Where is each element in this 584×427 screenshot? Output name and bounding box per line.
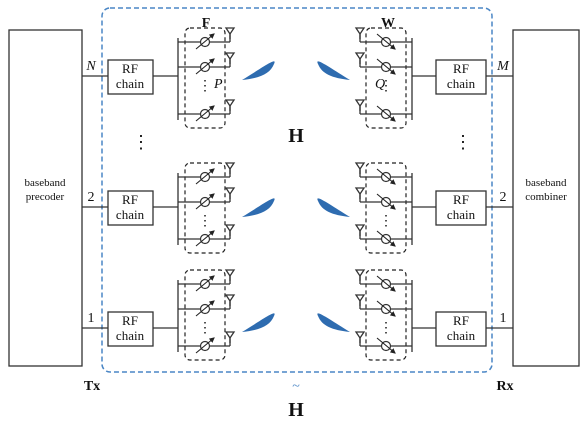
rx-phase-arrow-middle-0 xyxy=(376,168,396,185)
tx-phase-arrow-top-2 xyxy=(195,105,215,122)
rx-branch-ellipsis-top: ⋮ xyxy=(379,79,393,94)
rx-phase-arrow-top-2 xyxy=(376,105,396,122)
tx-phase-arrow-bottom-0 xyxy=(195,275,215,292)
tx-rf-sublabel-top: chain xyxy=(116,76,145,91)
tx-phase-arrow-bottom-1 xyxy=(195,300,215,317)
rx-rf-label-bottom: RF xyxy=(453,313,469,328)
tx-beam-top xyxy=(242,61,275,80)
channel-region xyxy=(101,7,493,373)
precoder-matrix-label: F xyxy=(202,16,211,31)
tx-rf-chain-top xyxy=(107,59,154,95)
rx-phase-arrow-top-0 xyxy=(376,33,396,50)
rx-branch-ellipsis-bottom: ⋮ xyxy=(379,321,393,336)
rx-antenna-middle-0 xyxy=(354,162,366,174)
baseband-combiner-label-line1: baseband xyxy=(526,177,567,189)
tx-rf-chain-middle xyxy=(107,190,154,226)
tx-chain-index-top: N xyxy=(85,59,96,74)
tx-antenna-bottom-1 xyxy=(224,294,236,306)
rx-antenna-bottom-2 xyxy=(354,331,366,343)
rx-rf-chain-middle xyxy=(435,190,487,226)
rx-rf-chain-bottom xyxy=(435,311,487,347)
rx-antenna-top-1 xyxy=(354,52,366,64)
rx-phase-shifter-group-top xyxy=(365,27,407,129)
rx-antenna-bottom-1 xyxy=(354,294,366,306)
tx-phase-arrow-middle-2 xyxy=(195,230,215,247)
tx-phase-arrow-top-1 xyxy=(195,58,215,75)
combiner-matrix-label: W xyxy=(381,16,395,31)
tx-phase-shifter-group-middle xyxy=(184,162,226,254)
channel-label: H xyxy=(288,125,304,147)
rx-antenna-middle-1 xyxy=(354,187,366,199)
effective-channel-label: H xyxy=(288,399,304,421)
rx-rf-sublabel-bottom: chain xyxy=(447,328,476,343)
rx-antenna-middle-2 xyxy=(354,224,366,236)
rx-antenna-top-0 xyxy=(354,27,366,39)
baseband-precoder-label-line2: precoder xyxy=(26,191,65,203)
tx-phase-shifter-group-bottom xyxy=(184,269,226,361)
tx-rf-label-top: RF xyxy=(122,61,138,76)
rx-antenna-bottom-0 xyxy=(354,269,366,281)
rx-phase-arrow-middle-2 xyxy=(376,230,396,247)
baseband-combiner-label-line2: combiner xyxy=(525,191,567,203)
baseband-precoder-block xyxy=(8,29,83,367)
rx-phase-arrow-top-1 xyxy=(376,58,396,75)
tx-phase-arrow-middle-0 xyxy=(195,168,215,185)
rx-phase-arrow-middle-1 xyxy=(376,193,396,210)
rx-phase-shifter-count: Q xyxy=(375,77,385,92)
tx-rf-sublabel-bottom: chain xyxy=(116,328,145,343)
tx-rf-ellipsis: ⋮ xyxy=(132,132,150,152)
rx-label: Rx xyxy=(496,379,513,394)
rx-branch-ellipsis-middle: ⋮ xyxy=(379,214,393,229)
tx-rf-label-bottom: RF xyxy=(122,313,138,328)
tx-phase-shifter-count: P xyxy=(213,77,223,92)
tx-antenna-middle-1 xyxy=(224,187,236,199)
tx-phase-arrow-middle-1 xyxy=(195,193,215,210)
tx-rf-chain-bottom xyxy=(107,311,154,347)
tx-antenna-middle-0 xyxy=(224,162,236,174)
rx-antenna-top-2 xyxy=(354,99,366,111)
tx-beam-middle xyxy=(242,198,275,217)
tx-phase-arrow-top-0 xyxy=(195,33,215,50)
rx-phase-shifter-group-middle xyxy=(365,162,407,254)
rx-rf-label-middle: RF xyxy=(453,192,469,207)
rx-phase-arrow-bottom-0 xyxy=(376,275,396,292)
rx-beam-middle xyxy=(317,198,350,217)
tx-phase-arrow-bottom-2 xyxy=(195,337,215,354)
tx-branch-ellipsis-top: ⋮ xyxy=(198,79,212,94)
rx-rf-ellipsis: ⋮ xyxy=(454,132,472,152)
tx-phase-shifter-group-top xyxy=(184,27,226,129)
tx-chain-index-middle: 2 xyxy=(88,190,95,205)
tx-antenna-bottom-0 xyxy=(224,269,236,281)
baseband-combiner-block xyxy=(512,29,580,367)
tx-rf-label-middle: RF xyxy=(122,192,138,207)
tx-branch-ellipsis-middle: ⋮ xyxy=(198,214,212,229)
rx-phase-arrow-bottom-1 xyxy=(376,300,396,317)
tx-chain-index-bottom: 1 xyxy=(88,311,95,326)
tx-antenna-middle-2 xyxy=(224,224,236,236)
tx-antenna-top-1 xyxy=(224,52,236,64)
tx-beam-bottom xyxy=(242,313,275,332)
effective-channel-accent: ~ xyxy=(292,379,300,394)
rx-rf-sublabel-top: chain xyxy=(447,76,476,91)
rx-chain-index-bottom: 1 xyxy=(500,311,507,326)
tx-antenna-top-2 xyxy=(224,99,236,111)
rx-phase-shifter-group-bottom xyxy=(365,269,407,361)
tx-label: Tx xyxy=(84,379,100,394)
rx-chain-index-top: M xyxy=(496,59,510,74)
tx-rf-sublabel-middle: chain xyxy=(116,207,145,222)
rx-chain-index-middle: 2 xyxy=(500,190,507,205)
rx-rf-chain-top xyxy=(435,59,487,95)
baseband-precoder-label-line1: baseband xyxy=(25,177,66,189)
rx-rf-sublabel-middle: chain xyxy=(447,207,476,222)
tx-antenna-top-0 xyxy=(224,27,236,39)
tx-antenna-bottom-2 xyxy=(224,331,236,343)
rx-beam-bottom xyxy=(317,313,350,332)
rx-beam-top xyxy=(317,61,350,80)
rx-rf-label-top: RF xyxy=(453,61,469,76)
tx-branch-ellipsis-bottom: ⋮ xyxy=(198,321,212,336)
rx-phase-arrow-bottom-2 xyxy=(376,337,396,354)
